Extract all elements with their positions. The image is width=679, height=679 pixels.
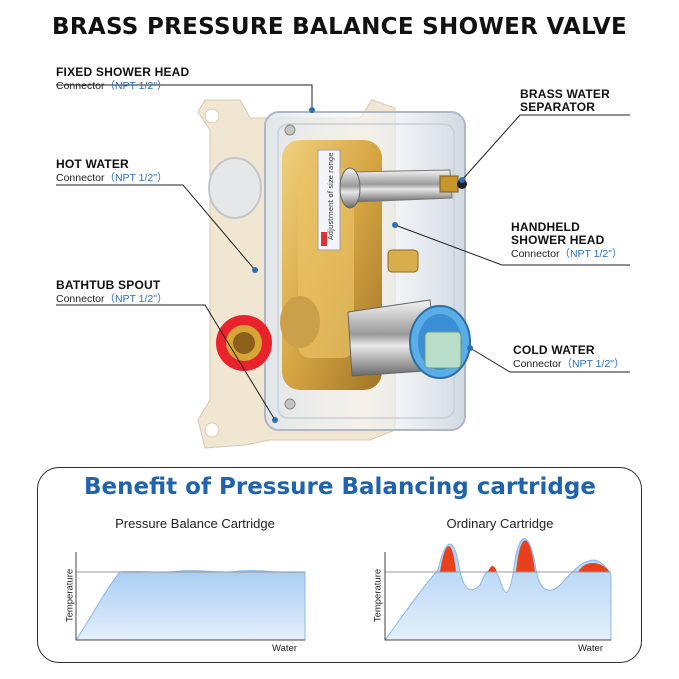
ylabel-pressure-balance: Temperature (64, 568, 76, 623)
bathtub-spout-connector (216, 315, 272, 371)
page-title: BRASS PRESSURE BALANCE SHOWER VALVE (52, 14, 627, 40)
cold-water-cartridge (347, 299, 471, 379)
callout-handheld-shower-head: HANDHELD SHOWER HEAD Connector（NPT 1/2"） (511, 220, 623, 261)
area-ordinary (384, 538, 612, 641)
leader-dots (252, 107, 473, 423)
area-pressure-balance (75, 570, 306, 641)
leader-lines (56, 84, 630, 421)
size-scale-strip: Adjustment of size range (317, 149, 341, 251)
callout-fixed-shower-head: FIXED SHOWER HEAD Connector（NPT 1/2"） (56, 65, 190, 93)
callout-cold-water: COLD WATER Connector（NPT 1/2"） (513, 343, 625, 371)
callout-brass-water-separator: BRASS WATER SEPARATOR (520, 87, 610, 114)
spike-1 (440, 546, 456, 572)
callout-hot-water: HOT WATER Connector（NPT 1/2"） (56, 157, 168, 185)
xlabel-pressure-balance: Water (272, 643, 297, 654)
callout-bathtub-spout: BATHTUB SPOUT Connector（NPT 1/2"） (56, 278, 168, 306)
chart-title-ordinary: Ordinary Cartridge (446, 516, 554, 531)
chart-title-pressure-balance: Pressure Balance Cartridge (115, 516, 275, 531)
handheld-connector (387, 249, 419, 273)
spike-4 (578, 563, 610, 572)
callout-label: BATHTUB SPOUT (56, 278, 161, 292)
chart-pressure-balance (75, 552, 306, 641)
brass-water-separator (339, 167, 467, 209)
ylabel-ordinary: Temperature (372, 568, 384, 623)
spike-3 (516, 540, 535, 572)
spike-2 (488, 566, 497, 572)
chart-ordinary (384, 538, 612, 641)
callout-label: COLD WATER (513, 343, 595, 357)
callout-label: HOT WATER (56, 157, 129, 171)
scale-text: Adjustment of size range (327, 152, 335, 240)
xlabel-ordinary: Water (578, 643, 603, 654)
callout-label: FIXED SHOWER HEAD (56, 65, 190, 79)
benefit-title: Benefit of Pressure Balancing cartridge (84, 474, 596, 500)
